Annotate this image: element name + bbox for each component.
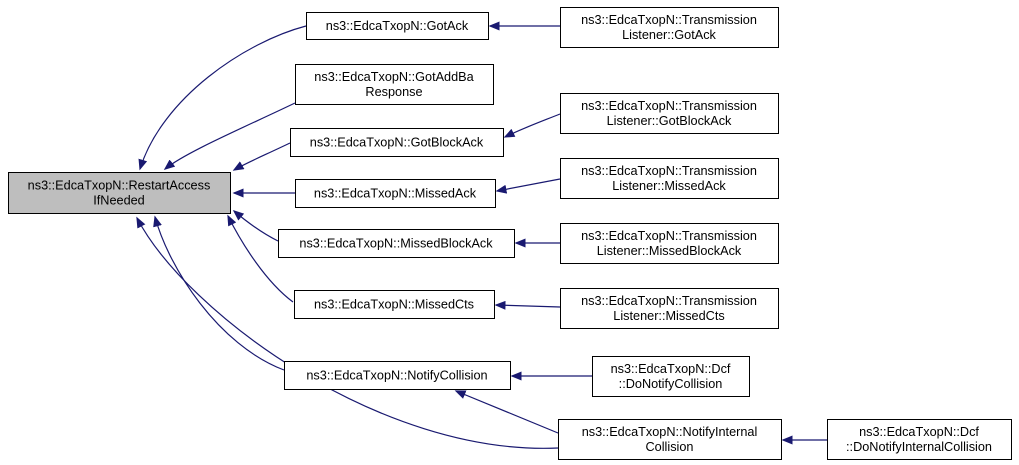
node-listener-missed-cts[interactable]: ns3::EdcaTxopN::TransmissionListener::Mi… — [560, 288, 779, 329]
edge-notify-collision-to-restart-access-if-needed — [153, 215, 285, 371]
node-label-line: Listener::GotAck — [622, 28, 716, 42]
node-missed-cts[interactable]: ns3::EdcaTxopN::MissedCts — [294, 290, 495, 319]
node-got-block-ack[interactable]: ns3::EdcaTxopN::GotBlockAck — [290, 128, 504, 157]
node-listener-missed-ack[interactable]: ns3::EdcaTxopN::TransmissionListener::Mi… — [560, 158, 779, 199]
node-label-line: ns3::EdcaTxopN::MissedBlockAck — [299, 237, 493, 251]
node-listener-got-block-ack[interactable]: ns3::EdcaTxopN::TransmissionListener::Go… — [560, 93, 779, 134]
node-label-line: ns3::EdcaTxopN::Transmission — [581, 229, 757, 243]
node-label-line: ::DoNotifyInternalCollision — [846, 440, 992, 454]
node-label-line: ns3::EdcaTxopN::GotAck — [326, 19, 469, 33]
node-notify-internal-collision[interactable]: ns3::EdcaTxopN::NotifyInternalCollision — [558, 419, 782, 460]
node-notify-collision[interactable]: ns3::EdcaTxopN::NotifyCollision — [284, 361, 511, 390]
edge-listener-got-block-ack-to-got-block-ack — [503, 113, 561, 138]
edge-missed-cts-to-restart-access-if-needed — [227, 214, 294, 303]
node-label-line: Listener::MissedAck — [612, 179, 726, 193]
edge-missed-block-ack-to-restart-access-if-needed — [232, 210, 279, 242]
node-missed-block-ack[interactable]: ns3::EdcaTxopN::MissedBlockAck — [278, 229, 515, 258]
node-label-line: Listener::GotBlockAck — [607, 114, 732, 128]
node-dcf-do-notify-internal-collision[interactable]: ns3::EdcaTxopN::Dcf::DoNotifyInternalCol… — [827, 419, 1012, 460]
edge-got-block-ack-to-restart-access-if-needed — [232, 142, 291, 171]
node-got-ack[interactable]: ns3::EdcaTxopN::GotAck — [306, 12, 489, 40]
node-label-line: Listener::MissedCts — [613, 309, 724, 323]
edge-listener-missed-cts-to-missed-cts — [494, 300, 561, 310]
node-label-line: Response — [365, 85, 422, 99]
node-label-line: ns3::EdcaTxopN::GotAddBa — [314, 70, 474, 84]
node-label-line: ns3::EdcaTxopN::Dcf — [859, 425, 979, 439]
node-listener-got-ack[interactable]: ns3::EdcaTxopN::TransmissionListener::Go… — [560, 7, 779, 48]
node-label-line: ns3::EdcaTxopN::Transmission — [581, 294, 757, 308]
node-label-line: Collision — [646, 440, 694, 454]
node-label-line: ns3::EdcaTxopN::MissedAck — [314, 187, 477, 201]
node-listener-missed-block-ack[interactable]: ns3::EdcaTxopN::TransmissionListener::Mi… — [560, 223, 779, 264]
node-label-line: ::DoNotifyCollision — [619, 377, 723, 391]
node-label-line: ns3::EdcaTxopN::NotifyInternal — [582, 425, 758, 439]
node-label-line: ns3::EdcaTxopN::GotBlockAck — [310, 136, 484, 150]
node-label-line: ns3::EdcaTxopN::Transmission — [581, 99, 757, 113]
node-label-line: IfNeeded — [93, 194, 145, 208]
node-dcf-do-notify-collision[interactable]: ns3::EdcaTxopN::Dcf::DoNotifyCollision — [592, 356, 750, 397]
edge-got-ack-to-restart-access-if-needed — [138, 25, 307, 171]
node-label-line: ns3::EdcaTxopN::Transmission — [581, 13, 757, 27]
node-label-line: ns3::EdcaTxopN::Transmission — [581, 164, 757, 178]
edge-listener-missed-ack-to-missed-ack — [495, 178, 561, 194]
node-label-line: ns3::EdcaTxopN::NotifyCollision — [306, 369, 487, 383]
edge-notify-internal-collision-to-notify-collision — [454, 390, 559, 434]
edge-got-add-ba-response-to-restart-access-if-needed — [163, 102, 296, 170]
node-label-line: ns3::EdcaTxopN::MissedCts — [314, 298, 474, 312]
node-label-line: Listener::MissedBlockAck — [597, 244, 742, 258]
node-missed-ack[interactable]: ns3::EdcaTxopN::MissedAck — [295, 179, 496, 208]
node-label-line: ns3::EdcaTxopN::Dcf — [611, 362, 731, 376]
node-label-line: ns3::EdcaTxopN::RestartAccess — [28, 179, 211, 193]
